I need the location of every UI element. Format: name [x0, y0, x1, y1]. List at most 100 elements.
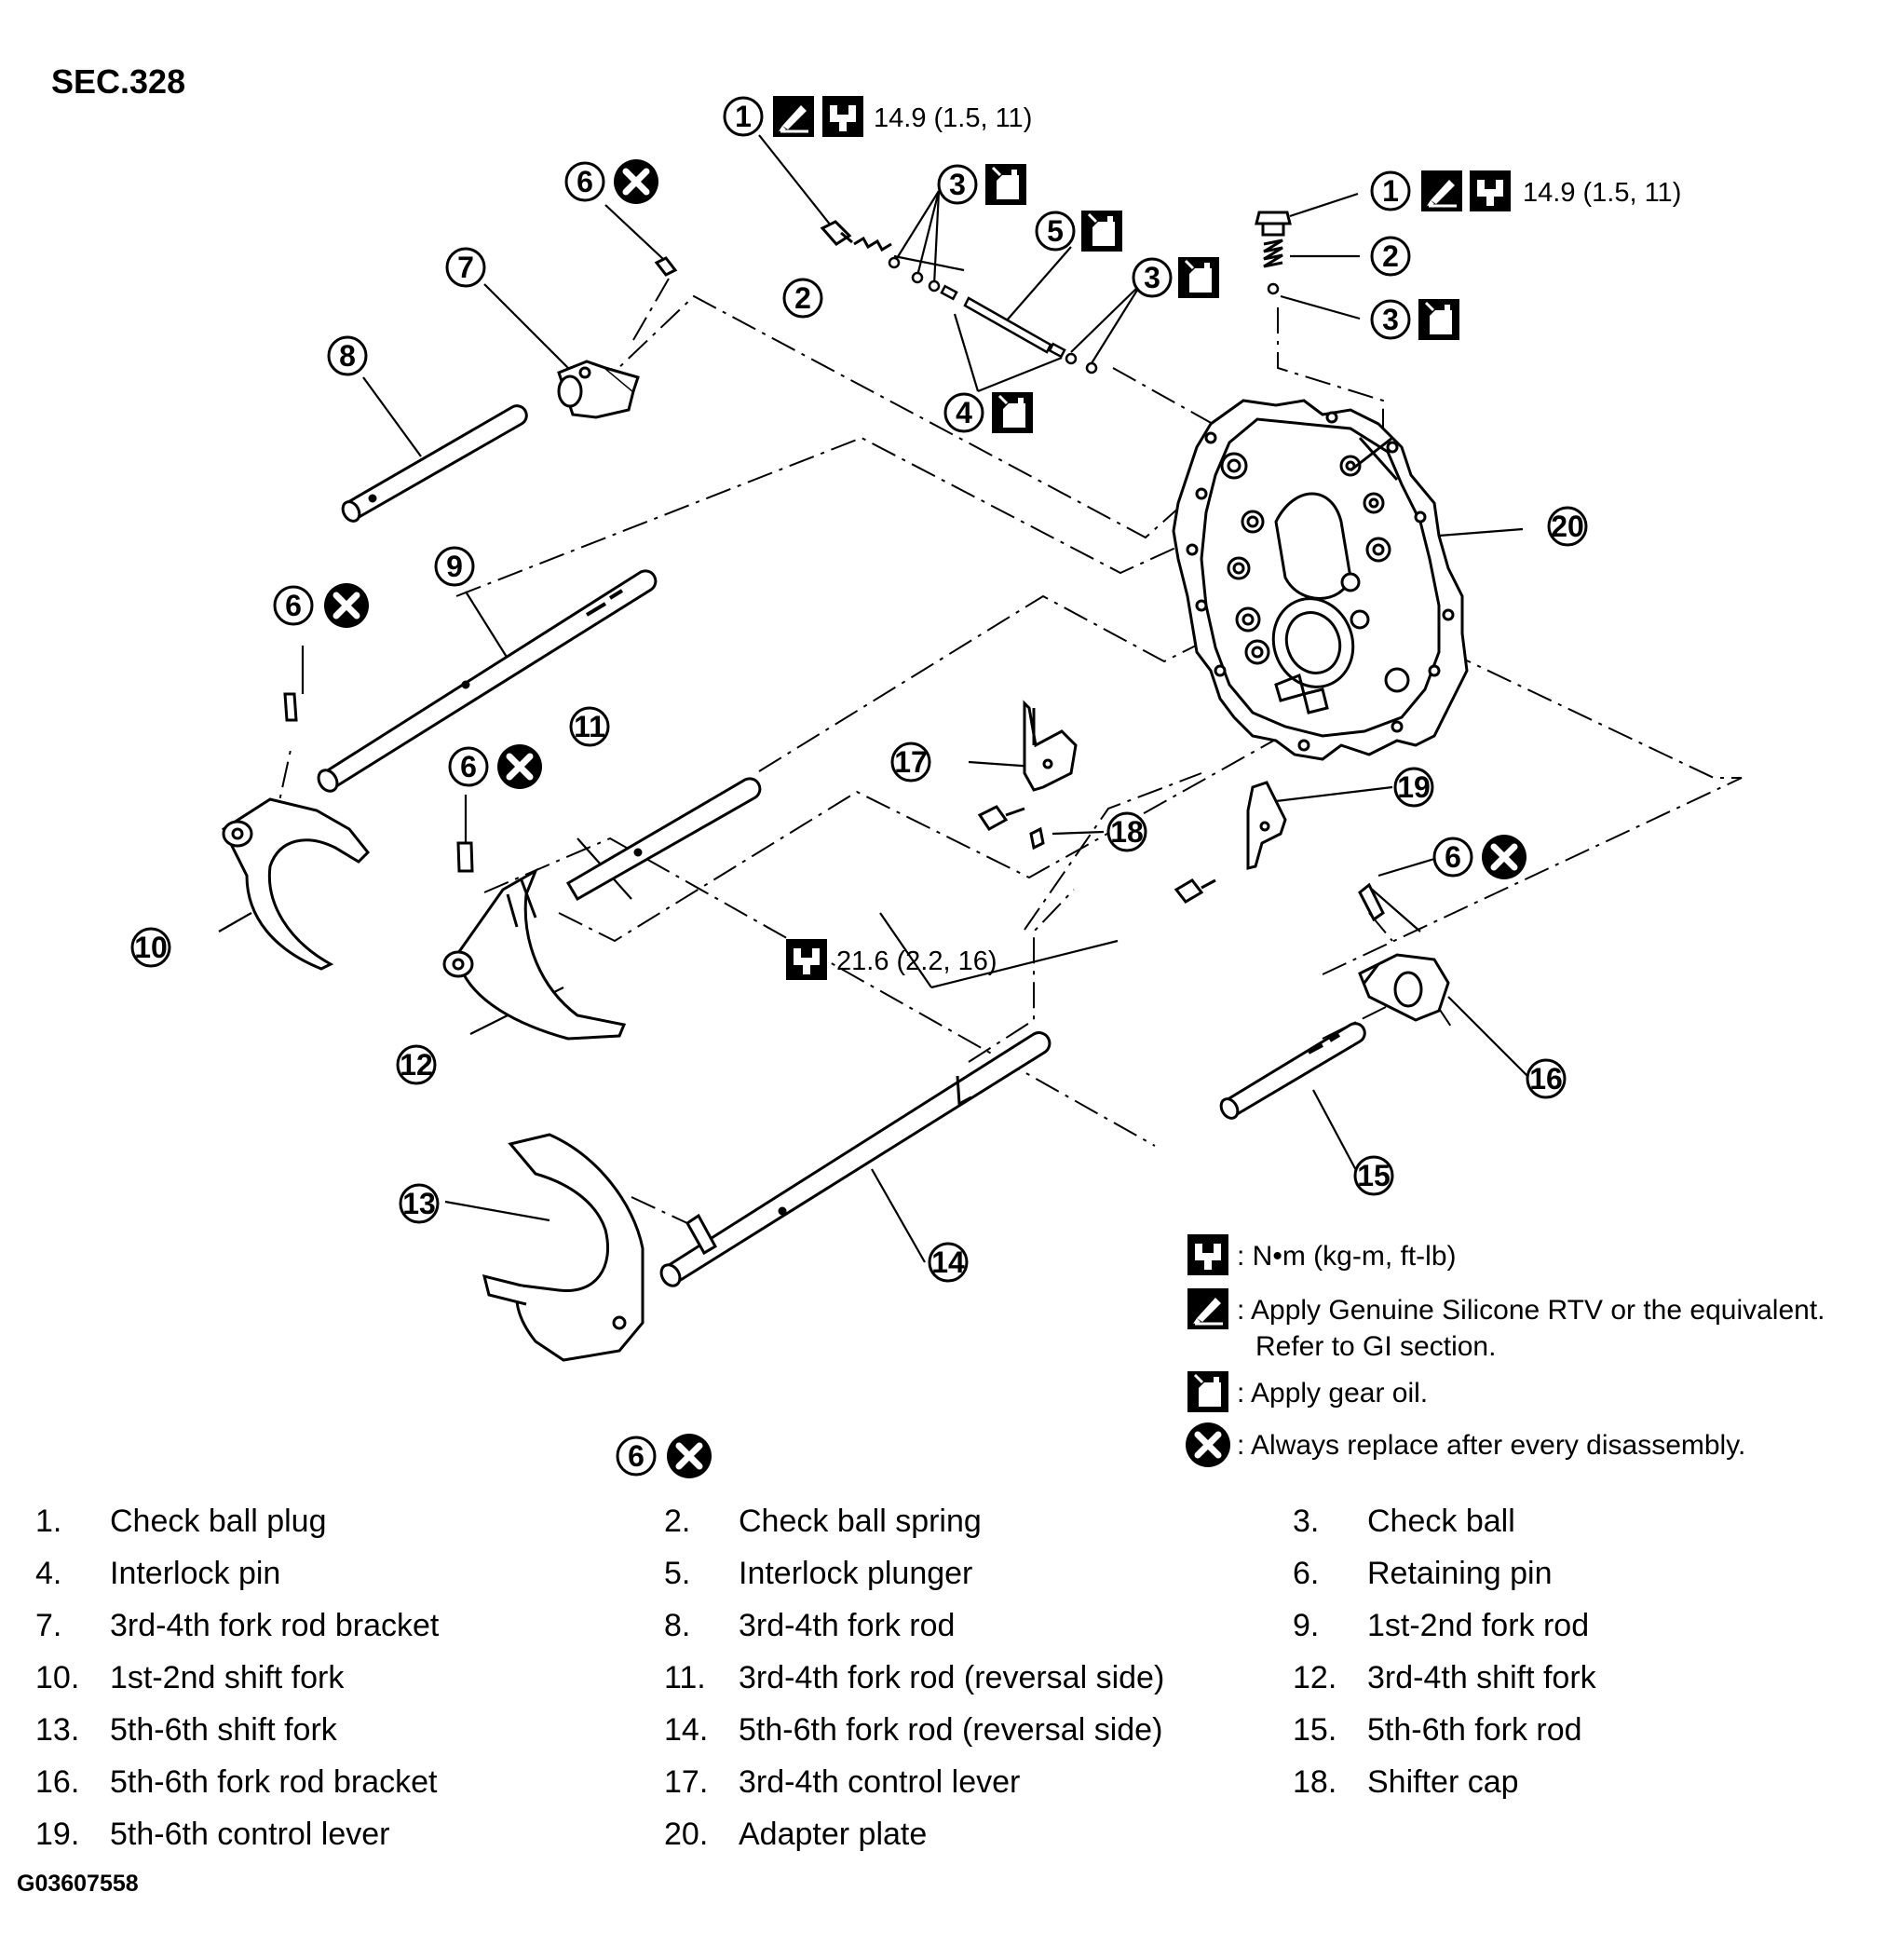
parts-list-item: 16.5th-6th fork rod bracket: [35, 1756, 664, 1808]
parts-list-item: 11. 3rd-4th fork rod (reversal side): [664, 1652, 1293, 1704]
part-name: 5th-6th shift fork: [110, 1711, 337, 1748]
part-number: 20.: [664, 1816, 709, 1852]
part-number: 16.: [35, 1763, 80, 1800]
torque-icon: [1187, 1234, 1228, 1275]
fork-rod-11: [565, 777, 762, 902]
lever-bolts: [977, 805, 1216, 904]
svg-text:2: 2: [794, 281, 811, 315]
part-name: 3rd-4th shift fork: [1367, 1659, 1596, 1695]
svg-text:6: 6: [577, 165, 593, 198]
svg-text:: Always replace after every d: : Always replace after every disassembly…: [1237, 1430, 1745, 1461]
part-number: 17.: [664, 1763, 709, 1800]
parts-list-item: 18. Shifter cap: [1293, 1756, 1861, 1808]
callout-3-middle: 3: [1132, 257, 1173, 298]
callout-20: 20: [1547, 506, 1588, 547]
part-name: Interlock plunger: [739, 1555, 973, 1591]
part-name: 3rd-4th fork rod (reversal side): [739, 1659, 1165, 1695]
part-name: 3rd-4th control lever: [739, 1763, 1021, 1800]
fork-rod-15: [1219, 1022, 1366, 1120]
part-name: Adapter plate: [739, 1816, 928, 1852]
torque-icon: [786, 939, 827, 980]
torque-icon: [1470, 170, 1511, 211]
replace-x-icon: [1482, 835, 1526, 879]
control-lever-17: [1023, 700, 1078, 792]
callout-1-left: 1: [723, 96, 764, 137]
callout-7: 7: [445, 247, 486, 288]
callout-12: 12: [396, 1044, 437, 1085]
part-name: 5th-6th fork rod (reversal side): [739, 1711, 1163, 1748]
part-name: Check ball spring: [739, 1503, 982, 1539]
part-number: 15.: [1293, 1711, 1337, 1748]
oil-can-icon: [984, 162, 1028, 207]
torque-spec-right: 14.9 (1.5, 11): [1523, 178, 1681, 208]
svg-text:: N•m (kg-m, ft-lb): : N•m (kg-m, ft-lb): [1237, 1241, 1457, 1272]
svg-text:5: 5: [1047, 214, 1064, 248]
svg-text:18: 18: [1110, 815, 1144, 849]
parts-list-item: 8. 3rd-4th fork rod: [664, 1599, 1293, 1652]
callout-18: 18: [1106, 811, 1147, 852]
callout-5: 5: [1035, 211, 1076, 252]
svg-text:11: 11: [574, 710, 605, 743]
parts-list-item: 15. 5th-6th fork rod: [1293, 1704, 1861, 1756]
parts-list-item: 3.Check ball: [1293, 1495, 1861, 1547]
callout-3-left: 3: [937, 164, 978, 205]
svg-text:1: 1: [735, 100, 752, 133]
svg-text:6: 6: [1445, 840, 1461, 874]
svg-text:6: 6: [460, 750, 477, 783]
parts-list-item: 12. 3rd-4th shift fork: [1293, 1652, 1861, 1704]
svg-text:3: 3: [1382, 303, 1399, 336]
part-name: 1st-2nd shift fork: [110, 1659, 345, 1695]
shift-fork-10: [222, 797, 371, 971]
callout-8: 8: [327, 335, 368, 376]
part-number: 11.: [664, 1659, 706, 1695]
svg-text:9: 9: [446, 550, 463, 583]
control-lever-19: [1246, 781, 1287, 870]
section-label: SEC.328: [51, 62, 185, 101]
replace-x-icon: [1186, 1422, 1230, 1467]
callout-16: 16: [1526, 1058, 1567, 1099]
part-name: Shifter cap: [1367, 1763, 1519, 1800]
retaining-pins: [283, 256, 1385, 1256]
part-number: 18.: [1293, 1763, 1337, 1800]
part-name: 3rd-4th fork rod: [739, 1607, 956, 1643]
callouts: 1 2 3 5 3 4 1 2 3 6 7 8 9 6 11 6 10 12 1…: [130, 96, 1588, 1477]
svg-text:4: 4: [956, 396, 972, 429]
part-number: 8.: [664, 1607, 691, 1643]
torque-icon: [822, 96, 863, 137]
shift-fork-13: [482, 1133, 644, 1362]
oil-can-icon: [990, 390, 1035, 435]
svg-text:16: 16: [1529, 1062, 1563, 1096]
svg-text:8: 8: [339, 339, 356, 373]
callout-1-right: 1: [1370, 170, 1411, 211]
torque-spec-left: 14.9 (1.5, 11): [874, 103, 1032, 133]
part-name: 1st-2nd fork rod: [1367, 1607, 1590, 1643]
callout-10: 10: [130, 927, 171, 968]
svg-text:17: 17: [894, 745, 928, 779]
drawing-code: G03607558: [17, 1871, 139, 1897]
callout-19: 19: [1393, 767, 1434, 808]
part-number: 12.: [1293, 1659, 1337, 1695]
parts-list-item: 13.5th-6th shift fork: [35, 1704, 664, 1756]
part-name: 5th-6th fork rod: [1367, 1711, 1582, 1748]
part-number: 2.: [664, 1503, 691, 1539]
parts-list-item: 6.Retaining pin: [1293, 1547, 1861, 1599]
replace-x-icon: [614, 159, 658, 204]
check-ball-spring-right: [1263, 238, 1283, 268]
leader-lines: [218, 134, 1528, 1263]
callout-2-right: 2: [1370, 236, 1411, 277]
svg-text:6: 6: [285, 589, 302, 622]
fork-rod-9: [317, 569, 658, 793]
svg-text:15: 15: [1357, 1159, 1391, 1192]
check-ball-plug-left: [820, 220, 853, 246]
part-name: Interlock pin: [110, 1555, 281, 1591]
svg-text:6: 6: [628, 1439, 644, 1473]
callout-11: 11: [569, 706, 610, 747]
rtv-icon: [1186, 1286, 1230, 1331]
svg-text:13: 13: [402, 1187, 436, 1220]
rtv-icon: [1419, 169, 1464, 213]
svg-text:20: 20: [1551, 510, 1584, 543]
svg-text:14: 14: [931, 1245, 965, 1279]
oil-can-icon: [1186, 1369, 1230, 1414]
shifter-cap-18: [1029, 826, 1045, 851]
